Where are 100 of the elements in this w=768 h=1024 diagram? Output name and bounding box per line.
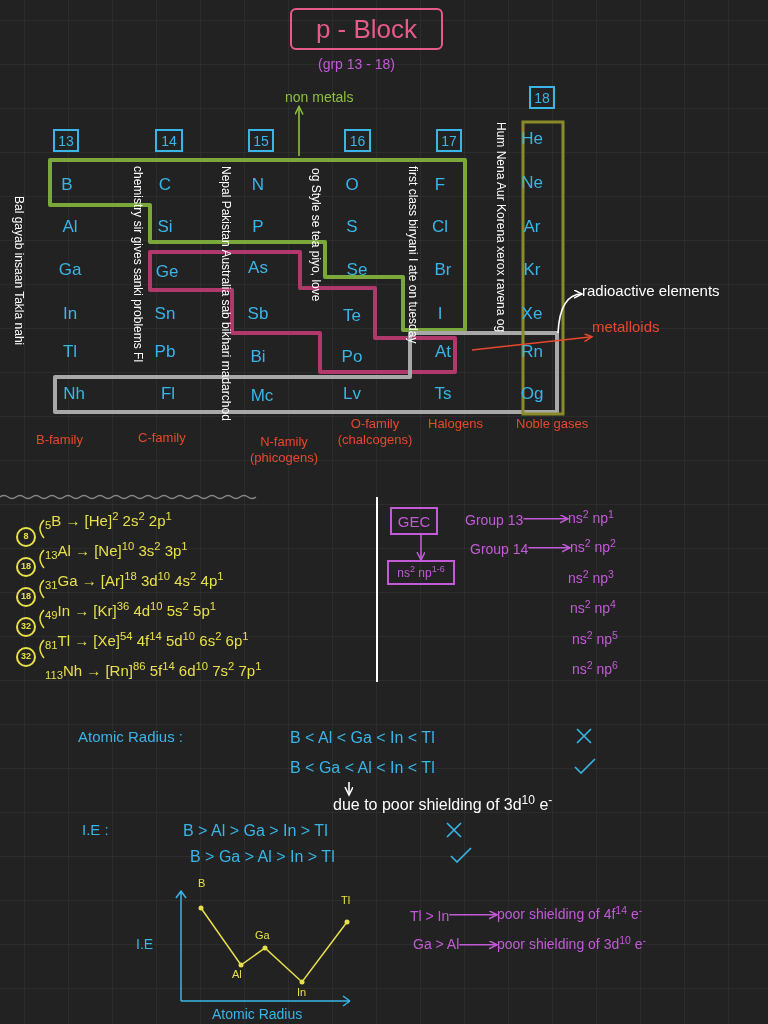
arrow <box>471 332 593 351</box>
mnemonic-text: Nepal Pakistan Australia sab bikhari madarchod <box>219 166 232 421</box>
explanation-text: poor shielding of 4f$^{14}$ e$^{-}$ <box>497 906 643 924</box>
electron-configuration: $_{13}$Al → [Ne]$^{10}$ 3s$^{2}$ 3p$^{1}$ <box>45 540 188 563</box>
configuration-formula: ns$^{2}$ np$^{5}$ <box>572 629 618 649</box>
comparison-text: Ga > Al <box>413 936 460 954</box>
axis-label: I.E <box>136 935 154 954</box>
electron-configuration: $_{81}$Tl → [Xe]$^{54}$ 4f$^{14}$ 5d$^{10}$ 6s$^{2}$ 6p$^{1}$ <box>45 630 249 653</box>
point-label: Ga <box>255 930 270 941</box>
group-number-box <box>344 129 371 152</box>
element-symbol: Tl <box>62 341 78 364</box>
element-symbol: Al <box>62 216 78 239</box>
element-symbol: Lv <box>343 383 361 406</box>
point-label: Al <box>232 969 242 980</box>
circled-number: 18 <box>16 557 36 577</box>
element-symbol: Fl <box>160 383 176 406</box>
trend-inequality: B < Al < Ga < In < Tl <box>290 728 435 748</box>
element-symbol: Kr <box>523 259 541 282</box>
group-text: Group 14 <box>470 541 529 559</box>
element-symbol: F <box>434 174 446 197</box>
circled-number: 32 <box>16 647 36 667</box>
element-symbol: Rn <box>521 341 543 364</box>
formula-text: ns$^{2}$ np$^{1-6}$ <box>397 566 445 579</box>
explanation-text: due to poor shielding of 3d$^{10}$ e$^{-}$ <box>333 795 553 815</box>
arrow <box>522 514 569 524</box>
mnemonic-text: chemistry sir gives sanki problems Fl <box>131 166 144 363</box>
configuration-formula: ns$^{2}$ np$^{3}$ <box>568 568 614 588</box>
element-symbol: Nh <box>63 383 85 406</box>
element-symbol: He <box>521 128 543 151</box>
group-text: Group 13 <box>465 512 524 530</box>
arrow <box>527 543 571 553</box>
element-symbol: P <box>252 216 264 239</box>
element-symbol: Br <box>434 259 452 282</box>
element-symbol: C <box>158 174 172 197</box>
annotation-text: metalloids <box>592 318 660 337</box>
element-symbol: Sb <box>247 303 269 326</box>
formula-box <box>390 507 438 535</box>
circled-number: 18 <box>16 587 36 607</box>
title-box <box>290 8 443 50</box>
electron-configuration: $_{5}$B → [He]$^{2}$ 2s$^{2}$ 2p$^{1}$ <box>45 510 172 533</box>
group-number: 18 <box>534 90 550 105</box>
formula-box <box>387 560 455 585</box>
trend-inequality: B < Ga < Al < In < Tl <box>290 758 435 778</box>
element-symbol: Ts <box>434 383 452 406</box>
point-label: Tl <box>341 895 351 906</box>
family-label: N-family (phicogens) <box>249 434 319 466</box>
element-symbol: Cl <box>431 216 449 239</box>
element-symbol: Ge <box>155 261 179 284</box>
arrow <box>416 534 426 561</box>
element-symbol: Sn <box>154 303 176 326</box>
element-symbol: Mc <box>250 385 274 408</box>
circled-number: 32 <box>16 617 36 637</box>
comparison-text: Tl > In <box>410 908 450 926</box>
arrow <box>344 781 354 796</box>
element-symbol: Bi <box>250 346 266 369</box>
group-number: 17 <box>441 133 457 148</box>
element-symbol: Ga <box>58 259 82 282</box>
mnemonic-text: first class biryani I ate on tuesday <box>406 166 419 344</box>
family-label: Halogens <box>428 416 483 432</box>
configuration-formula: ns$^{2}$ np$^{4}$ <box>570 598 616 618</box>
arrow <box>448 910 498 920</box>
element-symbol: B <box>61 174 73 197</box>
element-symbol: At <box>434 341 452 364</box>
element-symbol: Og <box>520 383 544 406</box>
group-number-box <box>53 129 79 152</box>
group-number: 15 <box>253 133 269 148</box>
electron-configuration: $_{31}$Ga → [Ar]$^{18}$ 3d$^{10}$ 4s$^{2}$ 4p$^{1}$ <box>45 570 224 593</box>
point-label: In <box>297 987 307 998</box>
configuration-formula: ns$^{2}$ np$^{2}$ <box>570 539 616 557</box>
mnemonic-text: Hum Nena Aur Korena xerox ravena og <box>494 122 507 333</box>
group-number: 13 <box>58 133 74 148</box>
element-symbol: I <box>437 303 443 326</box>
formula-text: GEC <box>397 513 431 529</box>
trend-heading: I.E : <box>82 820 109 840</box>
family-label: Noble gases <box>516 416 589 432</box>
group-number: 14 <box>161 133 177 148</box>
arrow <box>557 289 583 334</box>
trend-heading: Atomic Radius : <box>78 727 184 747</box>
title-text: p - Block <box>315 16 418 42</box>
explanation-text: poor shielding of 3d$^{10}$ e$^{-}$ <box>497 936 647 954</box>
mnemonic-text: og Style se tea piyo, love <box>309 168 322 302</box>
electron-configuration: $_{49}$In → [Kr]$^{36}$ 4d$^{10}$ 5s$^{2}$ 5p$^{1}$ <box>45 600 216 623</box>
subtitle: (grp 13 - 18) <box>318 55 396 74</box>
element-symbol: Xe <box>521 303 543 326</box>
element-symbol: Ne <box>521 172 543 195</box>
group-number-box <box>155 129 183 152</box>
element-symbol: S <box>346 216 358 239</box>
group-number-box <box>529 86 555 109</box>
element-symbol: Se <box>346 259 368 282</box>
mnemonic-text: Bal gayab insaan Takla nahi <box>12 196 25 346</box>
electron-configuration: $_{113}$Nh → [Rn]$^{86}$ 5f$^{14}$ 6d$^{10}$ 7s$^{2}$ 7p$^{1}$ <box>45 660 262 683</box>
element-symbol: O <box>345 174 359 197</box>
trend-inequality: B > Ga > Al > In > Tl <box>190 847 335 867</box>
annotation-text: non metals <box>285 89 354 107</box>
arrow <box>294 105 304 157</box>
configuration-formula: ns$^{2}$ np$^{6}$ <box>572 659 618 679</box>
family-label: O-family (chalcogens) <box>336 416 414 448</box>
configuration-formula: ns$^{2}$ np$^{1}$ <box>568 510 614 528</box>
family-label: B-family <box>36 432 83 448</box>
group-number: 16 <box>349 133 366 148</box>
